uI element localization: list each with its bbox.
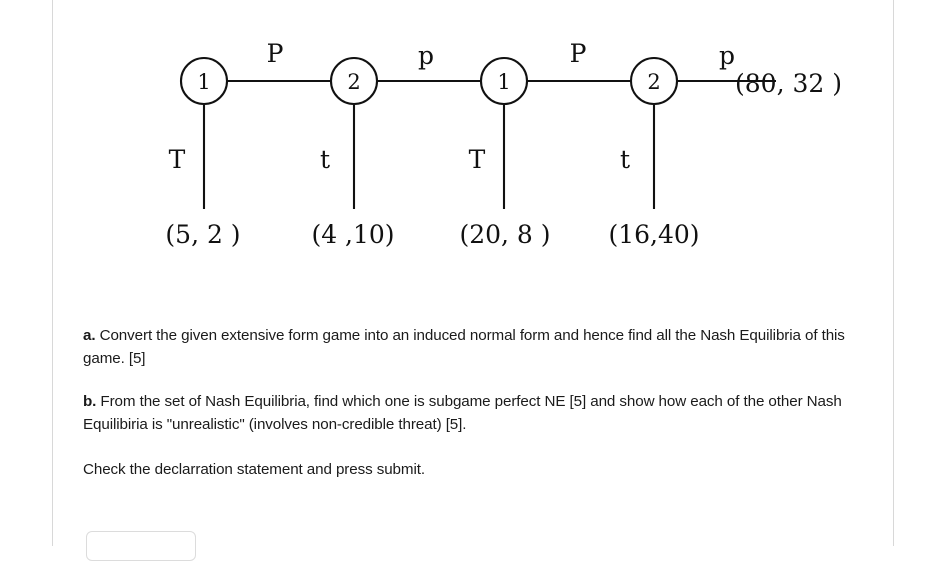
action-label-horizontal-1: P [267, 39, 284, 68]
node-label-4: 2 [647, 70, 660, 94]
action-label-vertical-2: t [320, 145, 330, 174]
action-label-horizontal-3: P [570, 39, 587, 68]
content-column-right-rule [893, 0, 894, 546]
action-label-horizontal-4: p [719, 41, 735, 70]
payoff-1: (5, 2 ) [165, 220, 240, 249]
question-b-marker: b. [83, 393, 97, 411]
action-label-vertical-1: T [169, 145, 186, 174]
question-text-block: a. Convert the given extensive form game… [83, 324, 873, 481]
action-label-vertical-4: t [620, 145, 630, 174]
question-a-marker: a. [83, 327, 96, 344]
game-tree-svg: 1 2 1 2 P p P p T t T t (5, 2 ) (4 ,10) … [165, 39, 842, 249]
node-circle-4 [629, 56, 679, 106]
node-circle-2 [329, 56, 379, 106]
node-label-2: 2 [347, 70, 360, 94]
node-label-3: 1 [497, 70, 510, 94]
payoff-2: (4 ,10) [311, 220, 394, 249]
action-label-vertical-3: T [469, 145, 486, 174]
payoff-4: (16,40) [608, 220, 699, 249]
question-page: 1 2 1 2 P p P p T t T t (5, 2 ) (4 ,10) … [52, 0, 894, 561]
question-a: a. Convert the given extensive form game… [83, 324, 873, 370]
answer-input-box[interactable] [86, 531, 196, 561]
extensive-form-game-tree: 1 2 1 2 P p P p T t T t (5, 2 ) (4 ,10) … [53, 0, 893, 300]
content-column-left-rule [52, 0, 53, 546]
node-circle-1 [179, 56, 229, 106]
question-b: b. From the set of Nash Equilibria, find… [83, 390, 873, 436]
question-b-text: From the set of Nash Equilibria, find wh… [83, 393, 842, 434]
payoff-terminal-right: (80, 32 ) [735, 69, 842, 98]
action-label-horizontal-2: p [418, 41, 434, 70]
submit-note: Check the declarration statement and pre… [83, 461, 425, 479]
node-label-1: 1 [197, 70, 210, 94]
payoff-3: (20, 8 ) [459, 220, 550, 249]
question-a-text: Convert the given extensive form game in… [83, 327, 845, 368]
node-circle-3 [479, 56, 529, 106]
